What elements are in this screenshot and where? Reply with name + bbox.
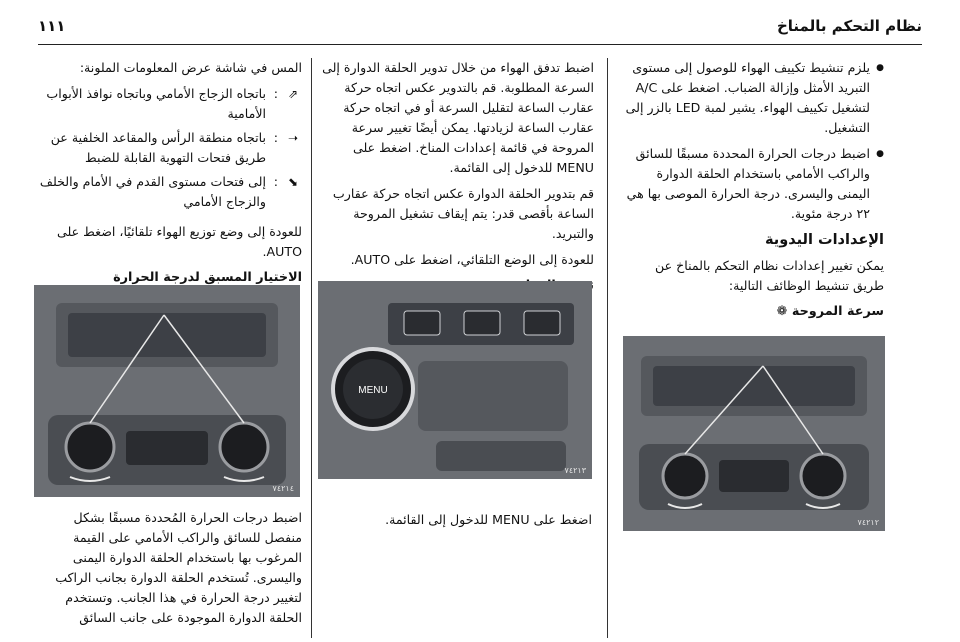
temperature-paragraph: اضبط درجات الحرارة المُحددة مسبقًا بشكل … (55, 510, 302, 625)
fan-speed-heading: سرعة المروحة ❁ (776, 304, 884, 319)
temperature-preselect-heading: الاختيار المسبق لدرجة الحرارة (113, 270, 302, 285)
figure-caption: اضغط على MENU للدخول إلى القائمة. (385, 512, 592, 527)
column-divider-right (607, 58, 608, 638)
auto-mode-paragraph: للعودة إلى الوضع التلقائي، اضغط على AUTO… (350, 252, 594, 267)
figure-caption-block: اضغط على MENU للدخول إلى القائمة. (318, 510, 592, 536)
climate-panel-figure-fan: ٧٤٢١٢ (623, 336, 885, 531)
page-title: نظام التحكم بالمناخ (776, 17, 922, 35)
page-number: ١١١ (38, 17, 66, 35)
svg-text:MENU: MENU (358, 385, 387, 396)
head-airflow-icon: ➝ (287, 131, 299, 145)
manual-settings-heading: الإعدادات اليدوية (764, 232, 884, 248)
manual-settings-intro: يمكن تغيير إعدادات نظام التحكم بالمناخ ع… (655, 258, 884, 293)
temperature-paragraph-block: اضبط درجات الحرارة المُحددة مسبقًا بشكل … (34, 508, 302, 634)
air-option-windscreen: ⇗ : باتجاه الزجاج الأمامي وباتجاه نوافذ … (34, 84, 302, 124)
climate-panel-figure-temperature: ٧٤٢١٤ (34, 285, 300, 497)
climate-panel-figure-menu: MENU ٧٤٢١٣ (318, 281, 592, 479)
air-option-label: باتجاه منطقة الرأس والمقاعد الخلفية عن ط… (50, 130, 266, 165)
touch-intro: المس في شاشة عرض المعلومات الملونة: (79, 60, 302, 75)
figure-label: ٧٤٢١٢ (857, 518, 879, 527)
header-divider (38, 44, 922, 45)
bullet-ac: يلزم تنشيط تكييف الهواء للوصول إلى مستوى… (622, 58, 884, 138)
air-option-label: إلى فتحات مستوى القدم في الأمام والخلف و… (39, 174, 266, 209)
figure-label: ٧٤٢١٤ (272, 484, 294, 493)
page-header: نظام التحكم بالمناخ ١١١ (38, 10, 922, 42)
middle-column: اضبط تدفق الهواء من خلال تدوير الحلقة ال… (318, 58, 594, 304)
bullet-temperature: اضبط درجات الحرارة المحددة مسبقًا للسائق… (622, 144, 884, 224)
air-option-head: ➝ : باتجاه منطقة الرأس والمقاعد الخلفية … (34, 128, 302, 168)
fan-off-paragraph: قم بتدوير الحلقة الدوارة عكس اتجاه حركة … (332, 186, 594, 241)
temperature-knobs-illustration (34, 285, 300, 497)
left-column: المس في شاشة عرض المعلومات الملونة: ⇗ : … (34, 58, 302, 296)
auto-distribution-note: للعودة إلى وضع توزيع الهواء تلقائيًا، اض… (57, 224, 302, 259)
climate-panel-illustration (623, 336, 885, 531)
air-option-label: باتجاه الزجاج الأمامي وباتجاه نوافذ الأب… (46, 86, 266, 121)
footwell-airflow-icon: ⬊ (287, 175, 299, 189)
fan-speed-paragraph: اضبط تدفق الهواء من خلال تدوير الحلقة ال… (322, 60, 594, 175)
column-divider-left (311, 58, 312, 638)
figure-label: ٧٤٢١٣ (564, 466, 586, 475)
menu-knob-illustration: MENU (318, 281, 592, 479)
right-column: يلزم تنشيط تكييف الهواء للوصول إلى مستوى… (622, 58, 884, 330)
air-option-footwell: ⬊ : إلى فتحات مستوى القدم في الأمام والخ… (34, 172, 302, 212)
windscreen-airflow-icon: ⇗ (287, 87, 299, 101)
